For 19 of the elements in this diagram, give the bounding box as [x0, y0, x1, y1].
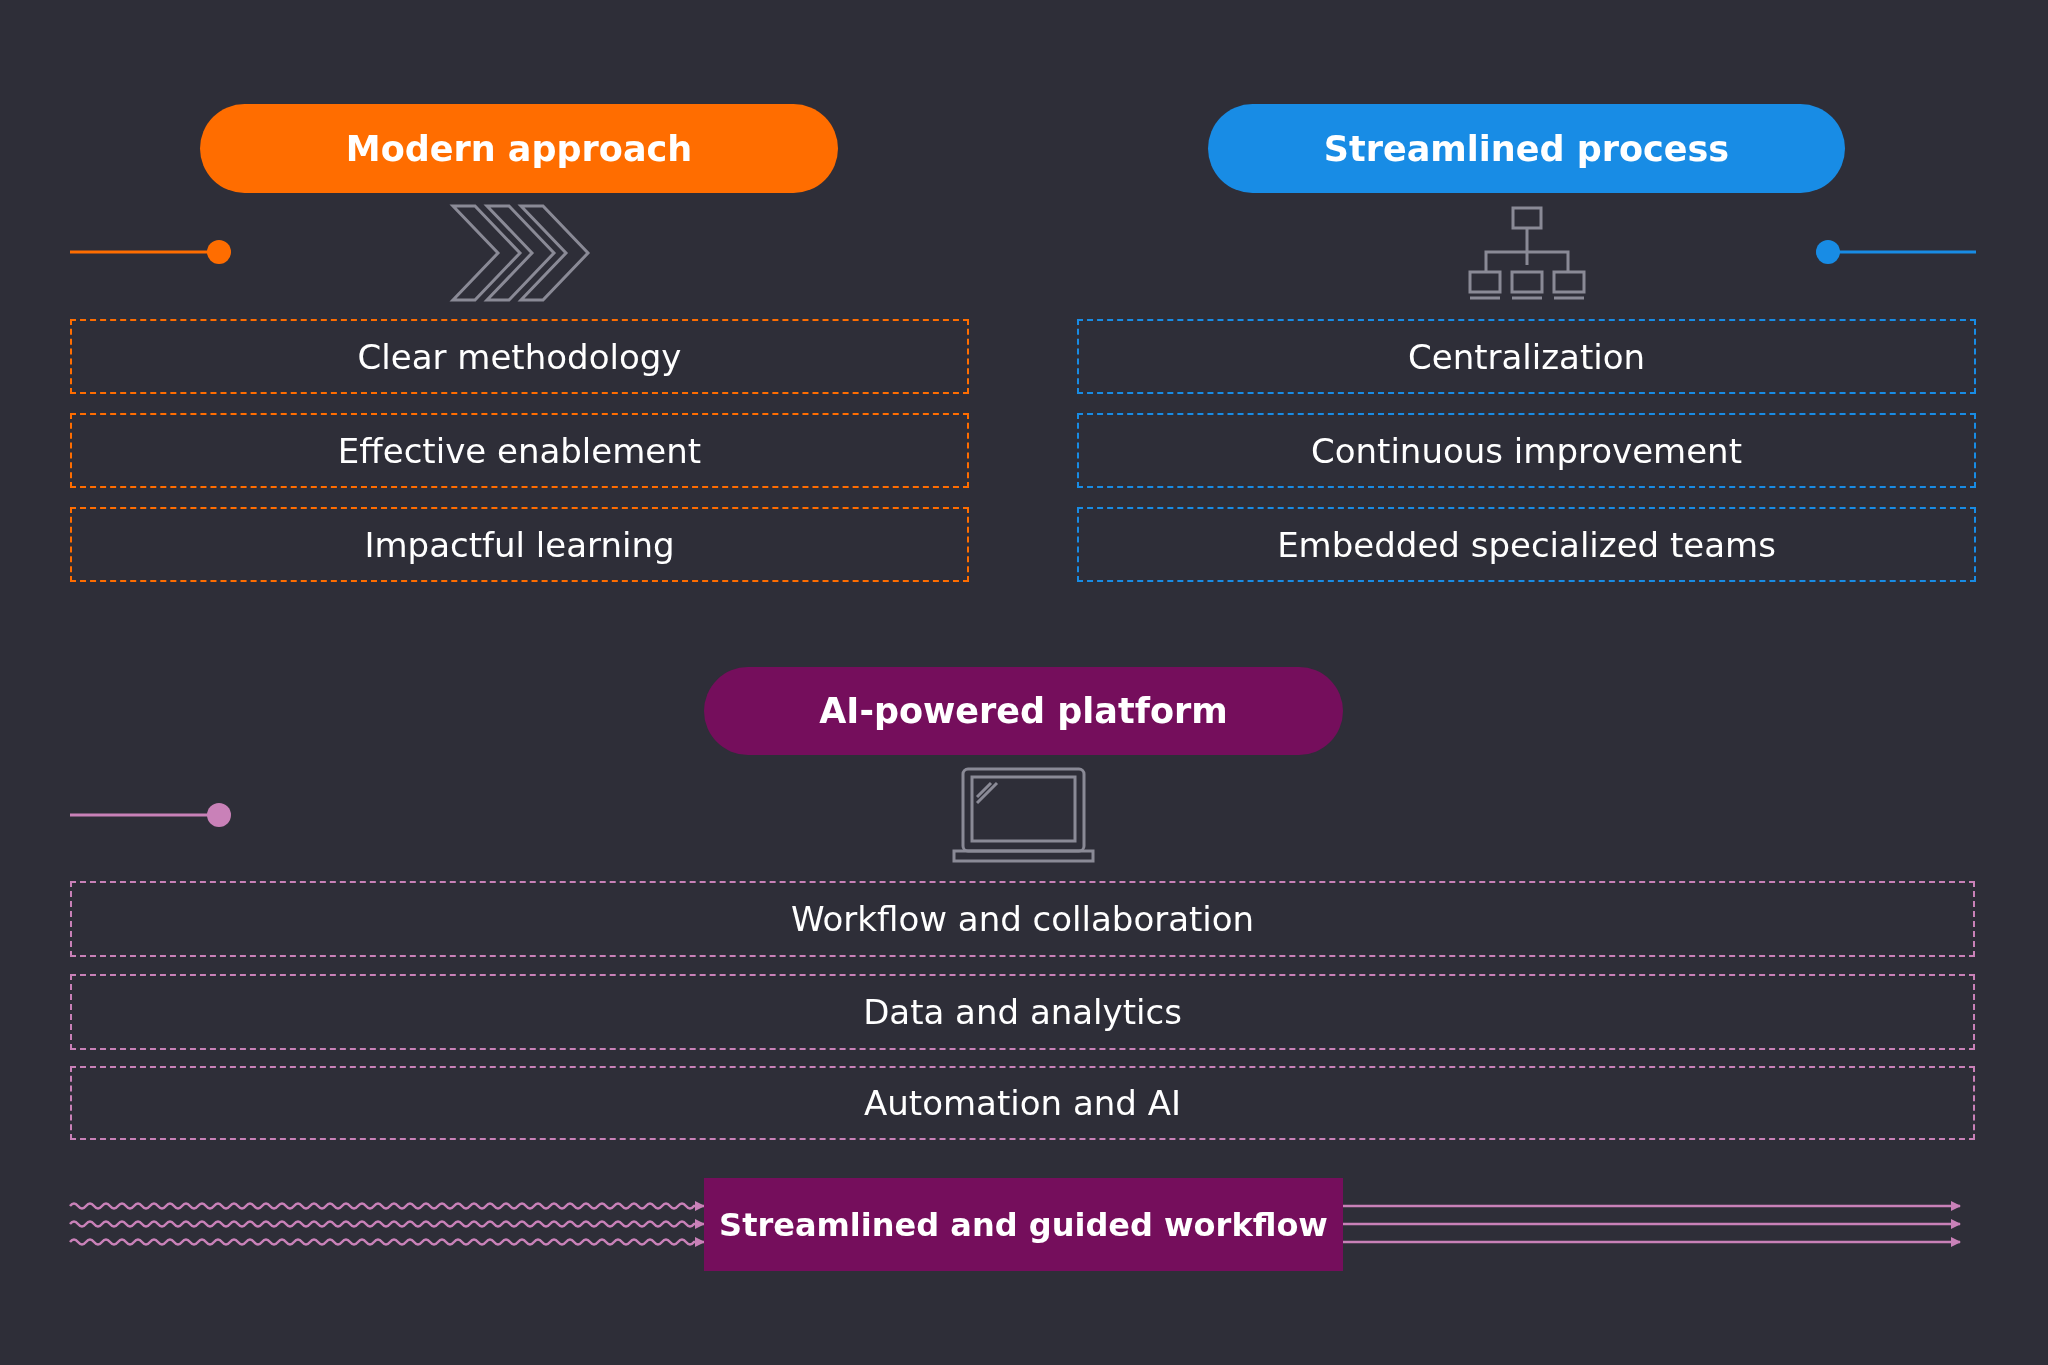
dashed-box: Workflow and collaboration	[70, 881, 1975, 957]
dashed-box: Impactful learning	[70, 507, 969, 582]
dashed-box: Effective enablement	[70, 413, 969, 488]
wavy-arrow	[69, 1219, 705, 1229]
wavy-arrow	[69, 1237, 705, 1247]
wavy-arrow	[69, 1201, 705, 1211]
dashed-box: Data and analytics	[70, 974, 1975, 1050]
arrow	[1343, 1237, 1961, 1247]
workflow-box: Streamlined and guided workflow	[704, 1178, 1343, 1271]
dashed-box: Automation and AI	[70, 1066, 1975, 1140]
dashed-box: Clear methodology	[70, 319, 969, 394]
header-pill: Streamlined process	[1208, 104, 1845, 193]
dashed-box: Continuous improvement	[1077, 413, 1976, 488]
header-pill: AI-powered platform	[704, 667, 1343, 755]
header-pill: Modern approach	[200, 104, 838, 193]
arrow	[1343, 1201, 1961, 1211]
dashed-box: Embedded specialized teams	[1077, 507, 1976, 582]
arrow	[1343, 1219, 1961, 1229]
dashed-box: Centralization	[1077, 319, 1976, 394]
